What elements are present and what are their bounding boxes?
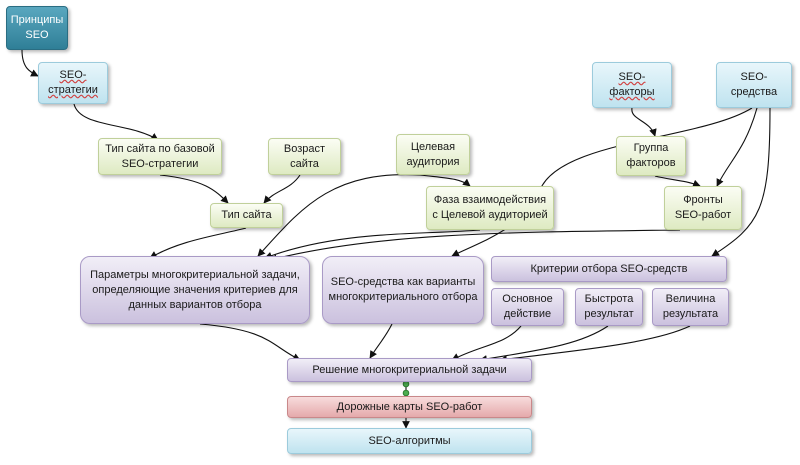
node-seo-principles: Принципы SEO xyxy=(6,6,68,50)
node-seo-factors-label: SEO-факторы xyxy=(609,71,655,98)
node-seo-tools-as-variants: SEO-средства как варианты многокритериал… xyxy=(322,256,484,324)
node-seo-tools: SEO-средства xyxy=(716,62,792,108)
node-interaction-phase: Фаза взаимодействия с Целевой аудиторией xyxy=(426,186,554,230)
node-selection-criteria: Критерии отбора SEO-средств xyxy=(491,256,727,282)
node-seo-factors: SEO-факторы xyxy=(592,62,672,108)
node-seo-work-fronts: Фронты SEO-работ xyxy=(664,186,742,230)
node-multicriteria-params: Параметры многокритериальной задачи, опр… xyxy=(80,256,310,324)
node-result-speed: Быстрота результат xyxy=(575,288,643,326)
node-main-action: Основное действие xyxy=(491,288,564,326)
node-roadmaps: Дорожные карты SEO-работ xyxy=(287,396,532,418)
node-solution: Решение многокритериальной задачи xyxy=(287,358,532,382)
node-seo-strategies: SEO-стратегии xyxy=(38,62,108,104)
node-site-type-base-strategy: Тип сайта по базовой SEO-стратегии xyxy=(98,138,222,175)
node-result-size: Величина результата xyxy=(652,288,729,326)
node-seo-algorithms: SEO-алгоритмы xyxy=(287,428,532,454)
node-factor-group: Группа факторов xyxy=(616,136,686,176)
node-site-type: Тип сайта xyxy=(210,203,283,228)
node-target-audience: Целевая аудитория xyxy=(396,134,470,175)
node-seo-strategies-label: SEO-стратегии xyxy=(48,69,98,96)
node-site-age: Возраст сайта xyxy=(268,138,341,175)
